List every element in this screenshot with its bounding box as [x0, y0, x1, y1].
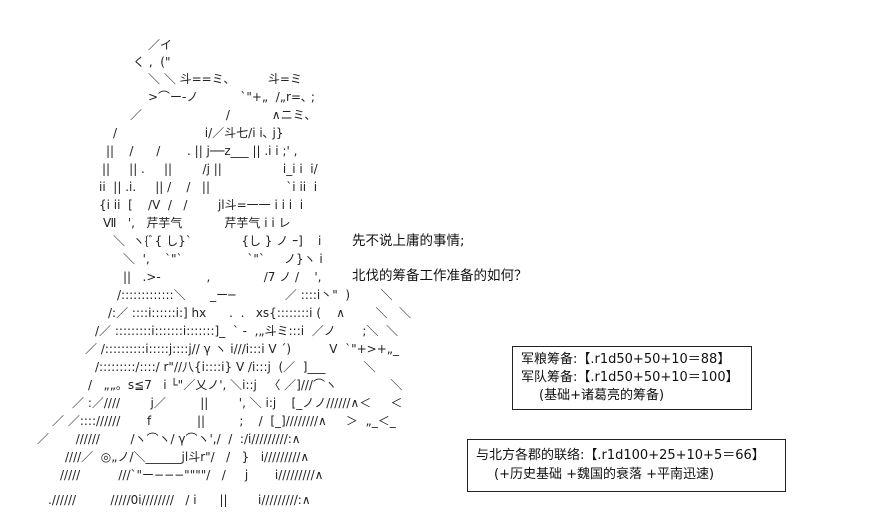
ascii-art-line: Ⅶ ', 芹芋气 芹芋气 i i レ	[103, 216, 291, 230]
ascii-art-line: ＼ ＼ 斗==ミ､ 斗=ミ	[148, 72, 302, 86]
ascii-art-line: /:::::::::/::::/ r"//八{i::::i} V /i:::j …	[95, 360, 376, 374]
preparation-result-box: 军粮筹备:【.r1d50+50+10＝88】 军队筹备:【.r1d50+50+1…	[512, 346, 752, 410]
ascii-art-line: ／ / ∧ニミ､	[130, 108, 311, 122]
ascii-art-line: ／ /::::::::::i:::::j::::j// γ ヽ i///i:::…	[85, 342, 399, 356]
troop-preparation-roll: 军队筹备:【.r1d50+50+10＝100】	[521, 370, 739, 385]
northern-contact-modifier-note: (+历史基础 +魏国的衰落 +平南迅速)	[494, 467, 715, 482]
ascii-art-line: /:／ ::::i::::::i:] hx . . xs{::::::::i (…	[108, 306, 411, 320]
ascii-art-line: / i/／斗七/i i､ j}	[113, 126, 284, 140]
ascii-art-line: ///// ///`"ー−−−""""/ / j i/////////∧	[60, 468, 324, 482]
ascii-art-line: ////／ ◎„ノ/＼______jl斗r"/ / } i/////////∧	[65, 450, 310, 464]
ascii-art-line: {i ii [ /V / / jl斗=一一 i i i i	[99, 198, 304, 212]
ascii-art-line: / „„。s≦7 i └"／乂ノ', ＼i::j 〈 ／]///⌒ヽ ＼	[88, 378, 403, 392]
dialogue-line-2: 北伐的筹备工作准备的如何？	[352, 268, 528, 284]
ascii-art-line: ／ ////// /ヽ⌒ヽ/ γ⌒ヽ',/ / :/i/////////:∧	[37, 432, 301, 446]
ascii-art-line: || .>- , /7 ノ / ',	[123, 270, 322, 284]
northern-contact-box: 与北方各郡的联络:【.r1d100+25+10+5＝66】 (+历史基础 +魏国…	[467, 439, 786, 492]
ascii-art-line: ii || .i. || / / || `i ii i	[99, 180, 318, 194]
ascii-art-line: ＼ ', `"` `"` ノ}ヽ i	[123, 252, 323, 266]
ascii-art-line: .////// /////0i//////// / i || i////////…	[48, 493, 311, 507]
ascii-art-line: /／ :::::::::i:::::::i:::::::]_ ` - ,„斗ミ:…	[95, 324, 399, 338]
ascii-art-line: く , ("	[133, 55, 171, 69]
ascii-art-line: /:::::::::::::＼ ̲ー─ ／ ::::i丶" ) ＼	[117, 288, 393, 302]
dialogue-line-1: 先不说上庸的事情;	[352, 233, 465, 249]
ascii-art-line: ／ ／::::////// f || ; / [_]////////∧ ＞ „_…	[52, 414, 396, 428]
ascii-art-line: ＼ ヽ{ﾞ{ し}` {し } ノ ｰ] i	[113, 234, 322, 248]
ascii-art-line: >⌒ー‐ノ `"+„ /„r=､ ;	[148, 90, 315, 104]
northern-contact-roll: 与北方各郡的联络:【.r1d100+25+10+5＝66】	[476, 448, 765, 463]
preparation-modifier-note: (基础+诸葛亮的筹备)	[539, 388, 665, 403]
ascii-art-line: ／ :／//// j／ || ', ＼ i:j [_ノノ//////∧＜ ＜	[72, 396, 403, 410]
ascii-art-line: || / / . || j──z___ || .i i ;' ,	[106, 144, 298, 158]
grain-preparation-roll: 军粮筹备:【.r1d50+50+10＝88】	[521, 352, 731, 367]
ascii-art-line: || || . || /j || i_i i i/	[102, 162, 318, 176]
ascii-art-line: ／イ	[148, 38, 173, 52]
